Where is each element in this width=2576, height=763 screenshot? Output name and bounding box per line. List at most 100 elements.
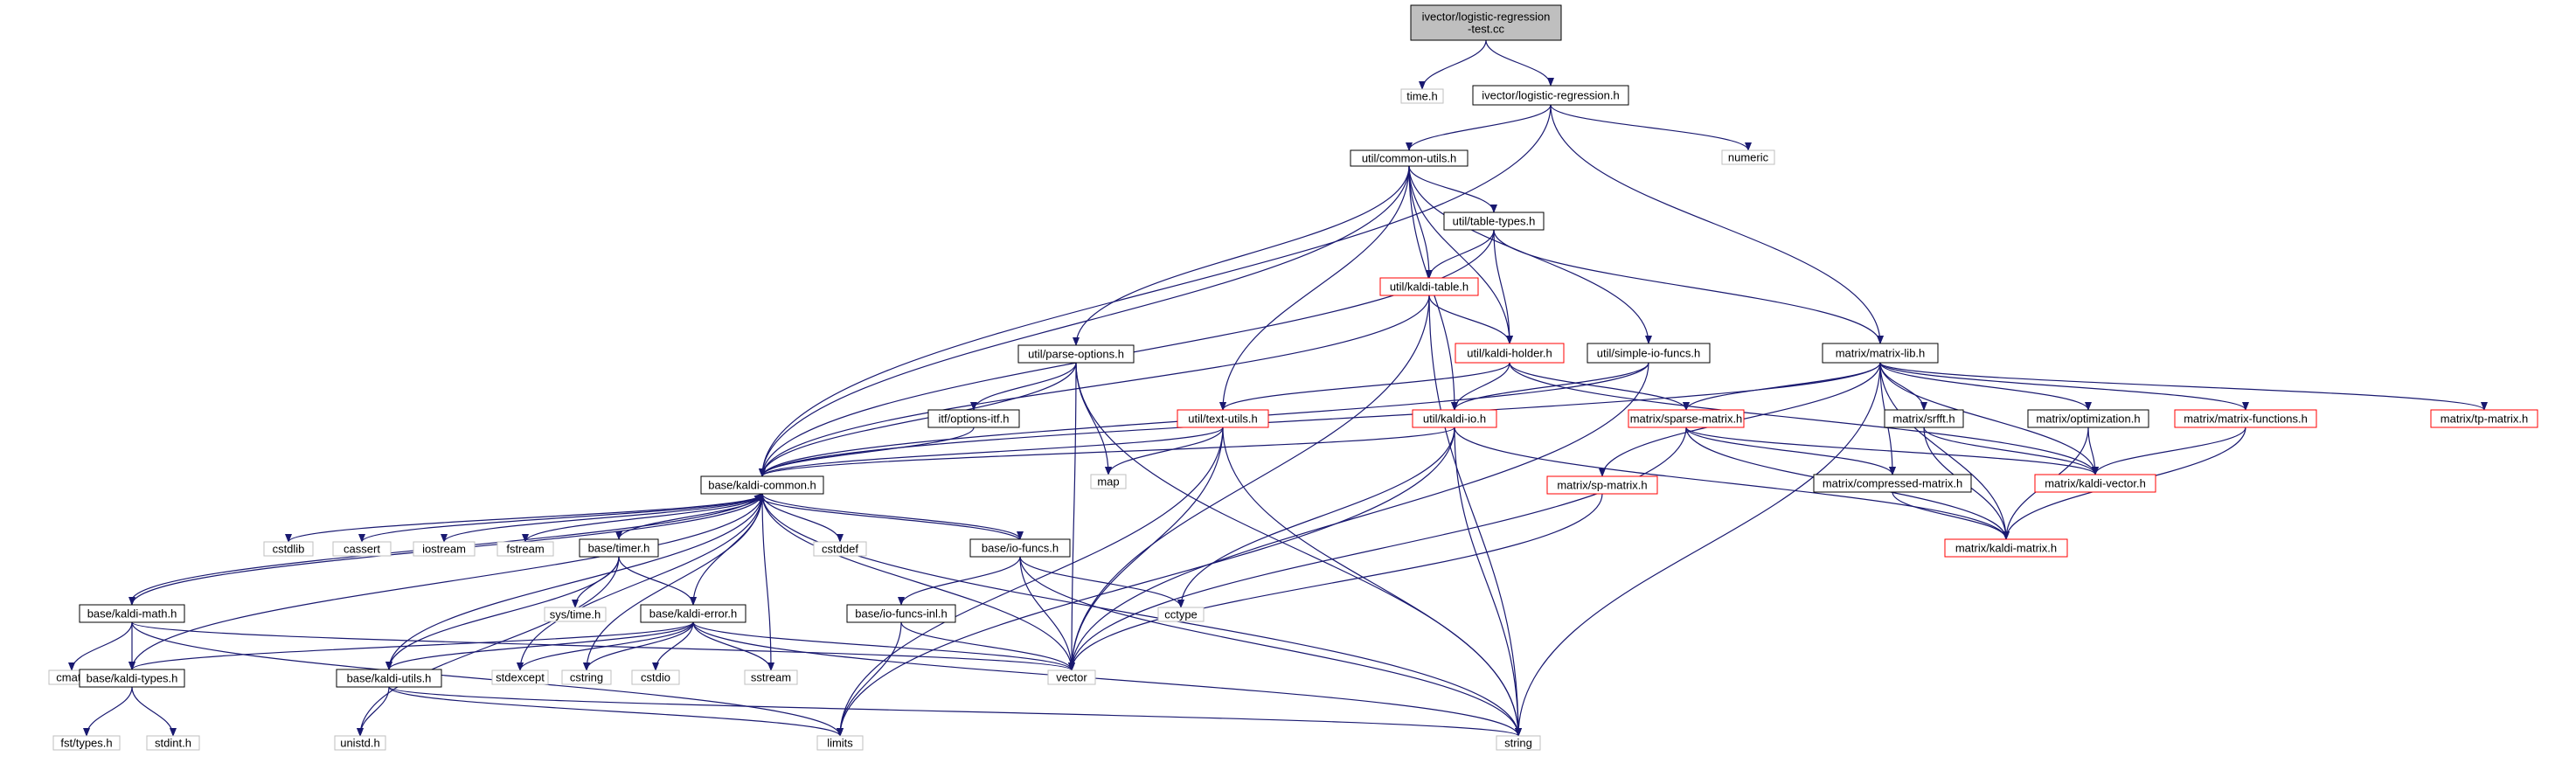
node-label: matrix/srfft.h (1892, 413, 1955, 426)
node-box (579, 538, 659, 558)
node-box (52, 735, 121, 751)
node-optimization[interactable]: matrix/optimization.h (2027, 409, 2149, 428)
node-root[interactable]: ivector/logistic-regression-test.cc (1410, 4, 1562, 41)
node-tp-matrix[interactable]: matrix/tp-matrix.h (2430, 409, 2538, 428)
node-kaldi-table[interactable]: util/kaldi-table.h (1379, 277, 1479, 296)
node-box (146, 735, 200, 751)
node-kaldi-types[interactable]: base/kaldi-types.h (79, 669, 185, 688)
node-compressed-matrix[interactable]: matrix/compressed-matrix.h (1813, 474, 1972, 493)
edge-kaldi-common-to-kaldi-types (128, 493, 763, 670)
node-box (813, 541, 867, 557)
node-io-funcs[interactable]: base/io-funcs.h (969, 538, 1071, 558)
node-kaldi-matrix[interactable]: matrix/kaldi-matrix.h (1944, 538, 2068, 558)
node-stdint: stdint.h (146, 735, 200, 751)
node-common-utils[interactable]: util/common-utils.h (1350, 149, 1469, 167)
node-box (1177, 409, 1269, 428)
node-timer[interactable]: base/timer.h (579, 538, 659, 558)
node-sp-matrix[interactable]: matrix/sp-matrix.h (1546, 475, 1658, 495)
node-matrix-lib[interactable]: matrix/matrix-lib.h (1822, 343, 1939, 364)
node-label: cstdlib (273, 543, 305, 556)
edge-kaldi-error-to-cstring (583, 621, 694, 671)
edge-sparse-matrix-to-vector (1068, 427, 1687, 671)
node-label: cctype (1164, 608, 1198, 621)
node-label: stdint.h (155, 737, 191, 750)
node-kaldi-utils[interactable]: base/kaldi-utils.h (336, 669, 442, 688)
edge-kaldi-common-to-stdexcept (517, 493, 763, 671)
edge-kaldi-table-to-kaldi-common (759, 295, 1430, 477)
node-table-types[interactable]: util/table-types.h (1443, 212, 1545, 231)
node-matrix-functions[interactable]: matrix/matrix-functions.h (2174, 409, 2317, 428)
node-label: string (1504, 737, 1532, 750)
node-box (1350, 149, 1469, 167)
node-label: base/kaldi-math.h (87, 607, 177, 621)
edge-kaldi-io-to-cctype (1177, 427, 1455, 608)
edge-kaldi-error-to-kaldi-types (128, 621, 694, 670)
node-sys-time: sys/time.h (544, 607, 607, 622)
edge-table-types-to-matrix-lib (1493, 229, 1884, 344)
node-box (744, 669, 798, 685)
node-box (1379, 277, 1479, 296)
node-label: -test.cc (1468, 23, 1504, 36)
node-kaldi-math[interactable]: base/kaldi-math.h (79, 604, 185, 623)
node-fst-types: fst/types.h (52, 735, 121, 751)
node-box (2034, 474, 2156, 493)
node-sparse-matrix[interactable]: matrix/sparse-matrix.h (1628, 409, 1745, 428)
node-cassert: cassert (332, 541, 392, 557)
node-cstddef: cstddef (813, 541, 867, 557)
node-box (631, 669, 680, 685)
edge-io-funcs-to-cctype (1019, 556, 1184, 608)
node-logreg[interactable]: ivector/logistic-regression.h (1472, 85, 1629, 106)
node-box (1944, 538, 2068, 558)
edge-kaldi-error-to-kaldi-utils (385, 621, 694, 670)
edge-io-funcs-to-string (1019, 556, 1522, 737)
edge-options-itf-to-kaldi-common (759, 427, 975, 477)
node-time: time.h (1400, 88, 1444, 104)
node-kaldi-vector[interactable]: matrix/kaldi-vector.h (2034, 474, 2156, 493)
node-label: util/kaldi-table.h (1390, 281, 1469, 294)
node-kaldi-holder[interactable]: util/kaldi-holder.h (1455, 343, 1565, 364)
node-fstream: fstream (496, 541, 554, 557)
node-box (1157, 607, 1205, 622)
node-label: util/parse-options.h (1028, 348, 1124, 361)
node-options-itf[interactable]: itf/options-itf.h (927, 409, 1020, 428)
node-label: matrix/sparse-matrix.h (1630, 413, 1743, 426)
edge-sp-matrix-to-vector (1068, 493, 1603, 671)
node-box (413, 541, 476, 557)
edge-logreg-to-numeric (1550, 104, 1752, 151)
node-io-funcs-inl[interactable]: base/io-funcs-inl.h (846, 604, 956, 623)
node-kaldi-io[interactable]: util/kaldi-io.h (1412, 409, 1497, 428)
edge-io-funcs-inl-to-limits (837, 621, 902, 737)
node-label: fst/types.h (60, 737, 112, 750)
edge-kaldi-holder-to-sparse-matrix (1509, 362, 1690, 411)
edge-kaldi-error-to-vector (692, 621, 1075, 671)
edge-kaldi-math-to-limits (131, 621, 844, 737)
node-box (1017, 344, 1135, 364)
edge-logreg-to-kaldi-common (759, 104, 1552, 477)
node-simple-io[interactable]: util/simple-io-funcs.h (1587, 343, 1711, 364)
edge-matrix-lib-to-kaldi-vector (1879, 362, 2099, 475)
edge-text-utils-to-vector (1068, 427, 1224, 671)
node-box (1047, 669, 1096, 685)
node-label: cstdio (641, 671, 670, 684)
node-text-utils[interactable]: util/text-utils.h (1177, 409, 1269, 428)
node-box (2174, 409, 2317, 428)
node-box (1721, 149, 1775, 165)
node-label: util/text-utils.h (1188, 413, 1257, 426)
node-kaldi-common[interactable]: base/kaldi-common.h (700, 475, 824, 495)
edge-kaldi-io-to-limits (837, 427, 1455, 737)
edge-kaldi-error-to-sstream (692, 621, 774, 671)
edge-kaldi-types-to-fst-types (83, 686, 133, 737)
node-numeric: numeric (1721, 149, 1775, 165)
edge-compressed-matrix-to-kaldi-matrix (1892, 491, 2010, 540)
node-unistd: unistd.h (334, 735, 386, 751)
node-kaldi-error[interactable]: base/kaldi-error.h (640, 604, 746, 623)
node-label: sstream (751, 671, 791, 684)
node-box (1090, 474, 1127, 489)
edge-kaldi-math-to-cmath (68, 621, 133, 671)
node-parse-options[interactable]: util/parse-options.h (1017, 344, 1135, 364)
node-box (1400, 88, 1444, 104)
edge-kaldi-error-to-stdexcept (517, 621, 694, 671)
nodes-layer: ivector/logistic-regression-test.cc time.… (48, 4, 2538, 751)
node-srfft[interactable]: matrix/srfft.h (1884, 409, 1964, 428)
edge-kaldi-utils-to-limits (388, 686, 844, 737)
